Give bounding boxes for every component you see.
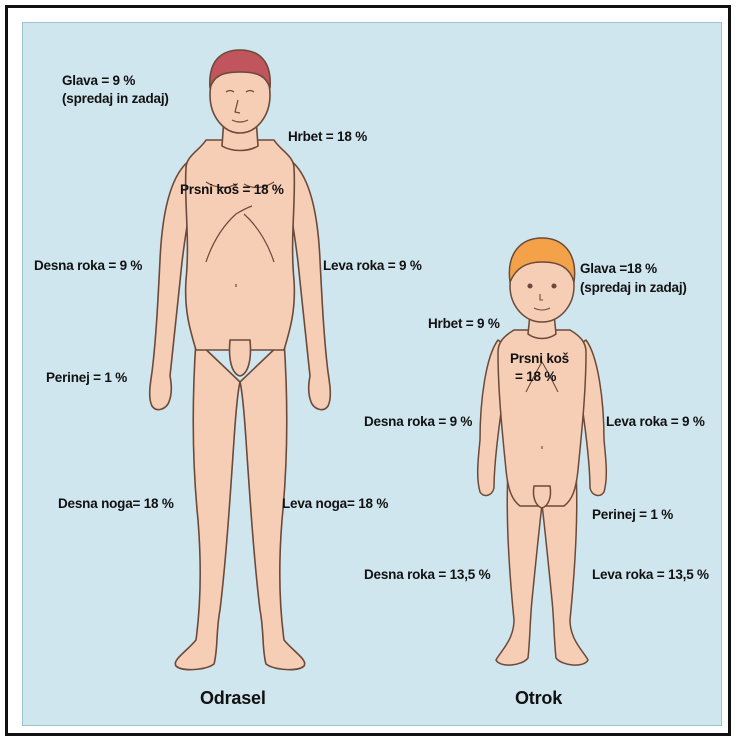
adult-chest-label: Prsni koš = 18 %: [180, 181, 284, 198]
child-chest-label-1: Prsni koš: [510, 350, 569, 367]
child-caption: Otrok: [515, 688, 562, 708]
child-perineum-label: Perinej = 1 %: [592, 506, 673, 523]
child-figure: [478, 238, 607, 665]
adult-head-label: Glava = 9 %: [62, 72, 135, 89]
child-right-arm-label: Desna roka = 9 %: [364, 413, 472, 430]
child-head-note: (spredaj in zadaj): [580, 279, 687, 296]
adult-left-leg-label: Leva noga= 18 %: [282, 495, 388, 512]
adult-right-leg-label: Desna noga= 18 %: [58, 495, 174, 512]
adult-head-note: (spredaj in zadaj): [62, 90, 169, 107]
adult-right-leg: [175, 340, 240, 670]
adult-back-label: Hrbet = 18 %: [288, 128, 367, 145]
adult-caption: Odrasel: [200, 688, 266, 708]
child-left-leg-label: Leva roka = 13,5 %: [592, 566, 709, 583]
adult-torso: [186, 140, 295, 350]
child-left-arm-label: Leva roka = 9 %: [606, 413, 705, 430]
child-right-leg-label: Desna roka = 13,5 %: [364, 566, 490, 583]
adult-genitals: [229, 340, 250, 376]
adult-right-arm-label: Desna roka = 9 %: [34, 257, 142, 274]
child-chest-label-2: = 18 %: [515, 368, 556, 385]
child-head-label: Glava =18 %: [580, 260, 657, 277]
adult-perineum-label: Perinej = 1 %: [46, 369, 127, 386]
adult-left-arm-label: Leva roka = 9 %: [323, 257, 422, 274]
child-back-label: Hrbet = 9 %: [428, 315, 500, 332]
